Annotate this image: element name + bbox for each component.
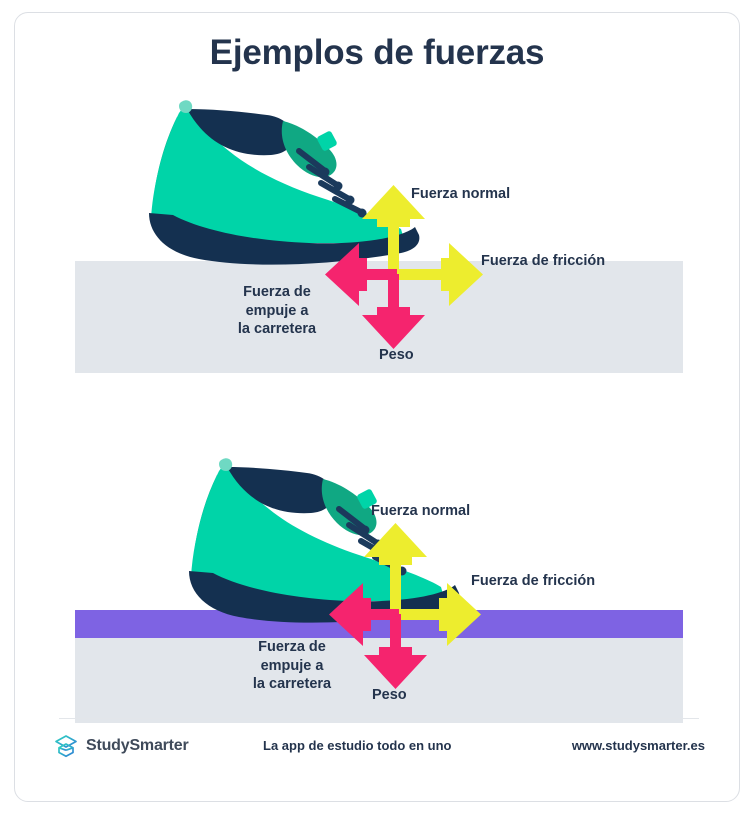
footer-url: www.studysmarter.es bbox=[571, 738, 705, 753]
label-weight-force: Peso bbox=[372, 687, 407, 703]
label-normal-force: Fuerza normal bbox=[371, 503, 471, 519]
label-weight-force: Peso bbox=[379, 347, 414, 363]
diagram-shoe-on-road: Fuerza normal Fuerza de fricción Fuerza … bbox=[15, 93, 739, 413]
page-title: Ejemplos de fuerzas bbox=[209, 33, 545, 72]
infographic-card: Ejemplos de fuerzas bbox=[14, 12, 740, 802]
label-friction-force: Fuerza de fricción bbox=[471, 573, 596, 589]
cube-logo-icon bbox=[55, 735, 77, 758]
brand-name: StudySmarter bbox=[86, 737, 189, 754]
label-friction-force: Fuerza de fricción bbox=[481, 253, 606, 269]
label-normal-force: Fuerza normal bbox=[411, 186, 511, 202]
diagram-shoe-on-purple-road: Fuerza normal Fuerza de fricción Fuerza … bbox=[15, 433, 739, 723]
footer: StudySmarter La app de estudio todo en u… bbox=[15, 727, 739, 771]
footer-divider bbox=[59, 718, 699, 719]
brand-logo: StudySmarter bbox=[53, 733, 189, 759]
ground-surface bbox=[75, 638, 683, 723]
sneaker-illustration bbox=[149, 100, 420, 265]
footer-tagline: La app de estudio todo en uno bbox=[263, 738, 452, 753]
sneaker-illustration bbox=[189, 458, 460, 623]
label-push-force: Fuerza de empuje a la carretera bbox=[252, 639, 332, 693]
label-push-force: Fuerza de empuje a la carretera bbox=[237, 284, 317, 338]
